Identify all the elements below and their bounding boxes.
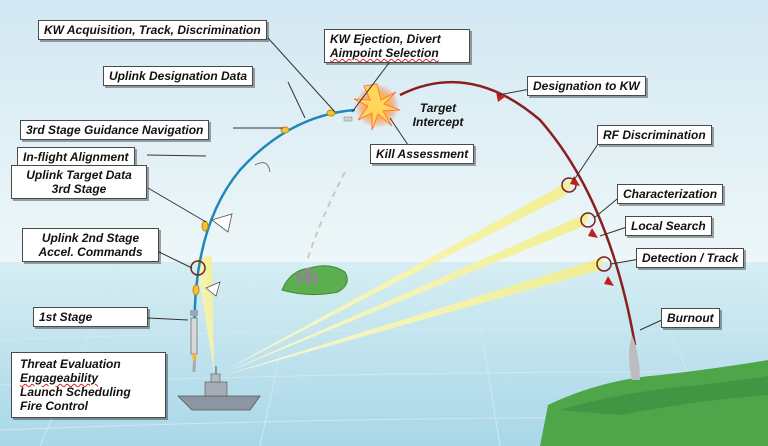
threat-trajectory (399, 80, 637, 346)
island-structures (297, 268, 318, 284)
label-3rd-stage-guidance: 3rd Stage Guidance Navigation (20, 120, 210, 140)
leader-lines (146, 37, 665, 331)
label-threat-evaluation: Threat Evaluation Engageability Launch S… (11, 352, 166, 418)
label-kw-ejection: KW Ejection, Divert Aimpoint Selection (324, 29, 470, 63)
label-rf-discrimination: RF Discrimination (597, 125, 712, 145)
interceptor-missile (190, 310, 198, 362)
label-kw-acquisition: KW Acquisition, Track, Discrimination (38, 20, 267, 40)
label-detection-track: Detection / Track (636, 248, 745, 268)
interceptor-event-markers (192, 109, 336, 296)
shroud-pieces (205, 213, 233, 297)
label-kill-assessment: Kill Assessment (370, 144, 475, 164)
label-1st-stage: 1st Stage (33, 307, 148, 327)
label-inflight-alignment: In-flight Alignment (17, 147, 135, 167)
label-characterization: Characterization (617, 184, 724, 204)
label-burnout: Burnout (661, 308, 720, 328)
label-uplink-designation: Uplink Designation Data (103, 66, 254, 86)
label-local-search: Local Search (625, 216, 712, 236)
label-target-intercept: Target Intercept (412, 101, 464, 129)
interceptor-flight-path (193, 108, 356, 346)
launch-plume (629, 335, 640, 380)
label-uplink-2nd-stage: Uplink 2nd Stage Accel. Commands (22, 228, 159, 262)
radar-beams (196, 178, 604, 376)
aegis-ship (177, 366, 261, 411)
label-uplink-target-data: Uplink Target Data 3rd Stage (11, 165, 147, 199)
label-designation-to-kw: Designation to KW (527, 76, 646, 96)
